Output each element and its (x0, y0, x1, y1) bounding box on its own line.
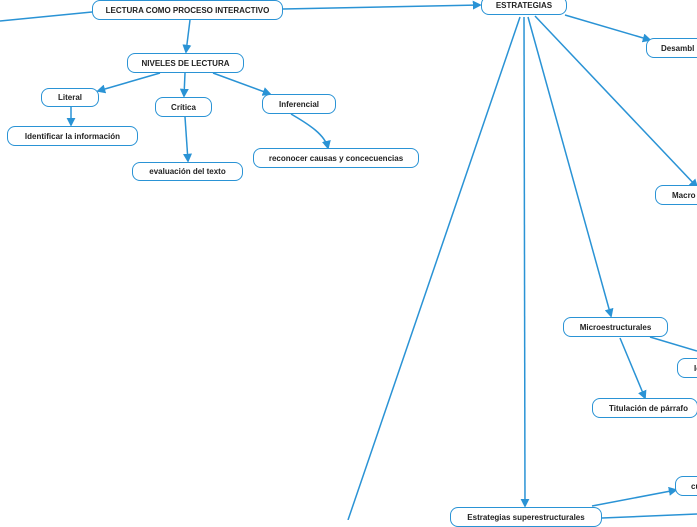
node-literal[interactable]: Literal (41, 88, 99, 107)
edge-micro-to-ic (649, 336, 697, 352)
edge-micro-to-titulacion (619, 337, 647, 400)
node-critica[interactable]: Crítica (155, 97, 212, 117)
node-cu[interactable]: cu (675, 476, 697, 496)
edge-estrategias-to-offscreen (347, 16, 521, 520)
edge-critica-to-evaluacion (183, 116, 192, 163)
edge-estrategias-to-superestructurales (520, 16, 530, 508)
node-macro[interactable]: Macro (655, 185, 697, 205)
edge-niveles-to-literal (96, 72, 161, 94)
edge-superestructurales-to-cu (591, 486, 678, 507)
node-ic[interactable]: Ic (677, 358, 697, 378)
edge-offscreen-to-lectura (0, 11, 93, 22)
node-identificar-informacion[interactable]: Identificar la información (7, 126, 138, 146)
node-microestructurales[interactable]: Microestructurales (563, 317, 668, 337)
node-lectura-proceso-interactivo[interactable]: LECTURA COMO PROCESO INTERACTIVO (92, 0, 283, 20)
edge-estrategias-to-desamble (564, 14, 652, 43)
edge-estrategias-to-micro (527, 16, 614, 318)
edge-niveles-to-inferencial (212, 72, 272, 96)
node-evaluacion-texto[interactable]: evaluación del texto (132, 162, 243, 181)
node-inferencial[interactable]: Inferencial (262, 94, 336, 114)
edge-estrategias-to-macro (534, 15, 697, 189)
node-reconocer-causas[interactable]: reconocer causas y concecuencias (253, 148, 419, 168)
node-estrategias-superestructurales[interactable]: Estrategias superestructurales (450, 507, 602, 527)
node-niveles-de-lectura[interactable]: NIVELES DE LECTURA (127, 53, 244, 73)
node-desamble[interactable]: Desambl (646, 38, 697, 58)
edge-lectura-to-niveles (182, 19, 192, 54)
edge-lectura-to-estrategias (282, 0, 482, 10)
node-estrategias[interactable]: ESTRATEGIAS (481, 0, 567, 15)
node-titulacion-parrafo[interactable]: Titulación de párrafo (592, 398, 697, 418)
edge-superestructurales-to-offscreen (601, 513, 697, 519)
edge-inferencial-to-reconocer (290, 113, 331, 150)
edge-niveles-to-critica (179, 72, 189, 98)
